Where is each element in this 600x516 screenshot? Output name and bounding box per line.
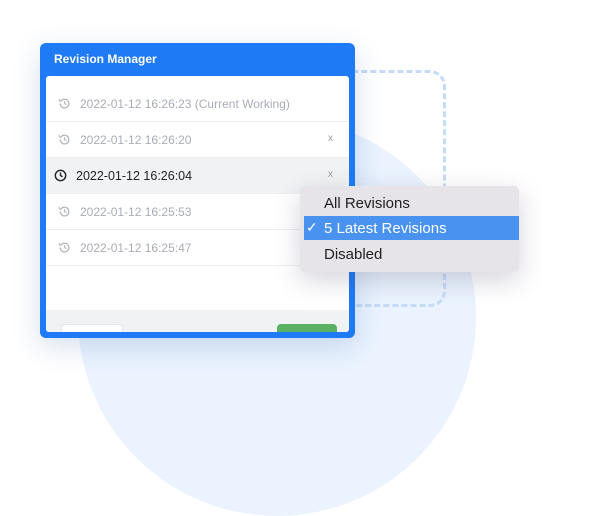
history-icon <box>58 205 71 218</box>
revision-row[interactable]: 2022-01-12 16:26:23 (Current Working) <box>46 86 349 122</box>
revision-timestamp: 2022-01-12 16:26:04 <box>76 168 193 183</box>
option-5-latest-revisions[interactable]: ✓ 5 Latest Revisions <box>304 216 519 240</box>
revision-list-body: 2022-01-12 16:26:23 (Current Working) 20… <box>46 76 349 332</box>
revision-list: 2022-01-12 16:26:23 (Current Working) 20… <box>46 86 349 266</box>
panel-title: Revision Manager <box>54 52 157 66</box>
revision-timestamp: 2022-01-12 16:26:23 (Current Working) <box>80 96 290 111</box>
option-label: All Revisions <box>324 194 410 212</box>
checkmark-icon: ✓ <box>306 219 318 235</box>
option-all-revisions[interactable]: All Revisions <box>304 191 519 215</box>
delete-revision-button[interactable]: x <box>328 133 333 144</box>
option-label: 5 Latest Revisions <box>324 219 447 237</box>
revision-limit-dropdown: All Revisions ✓ 5 Latest Revisions Disab… <box>300 186 519 272</box>
revision-row[interactable]: 2022-01-12 16:25:47 <box>46 230 349 266</box>
revision-manager-panel: Revision Manager 2022-01-12 16:26:23 (Cu… <box>40 43 355 338</box>
panel-footer: ← Back Apply <box>46 310 349 332</box>
revision-timestamp: 2022-01-12 16:26:20 <box>80 132 192 147</box>
history-icon <box>58 97 71 110</box>
delete-revision-button[interactable]: x <box>328 169 333 180</box>
revision-timestamp: 2022-01-12 16:25:53 <box>80 204 192 219</box>
history-icon <box>58 241 71 254</box>
revision-row-active[interactable]: 2022-01-12 16:26:04 x <box>46 158 349 194</box>
revision-timestamp: 2022-01-12 16:25:47 <box>80 240 192 255</box>
clock-icon <box>54 169 67 182</box>
option-label: Disabled <box>324 245 383 263</box>
apply-button[interactable]: Apply <box>277 324 337 332</box>
history-icon <box>58 133 71 146</box>
option-disabled[interactable]: Disabled <box>304 242 519 266</box>
back-button[interactable]: ← Back <box>61 324 123 332</box>
revision-row[interactable]: 2022-01-12 16:26:20 x <box>46 122 349 158</box>
revision-row[interactable]: 2022-01-12 16:25:53 <box>46 194 349 230</box>
